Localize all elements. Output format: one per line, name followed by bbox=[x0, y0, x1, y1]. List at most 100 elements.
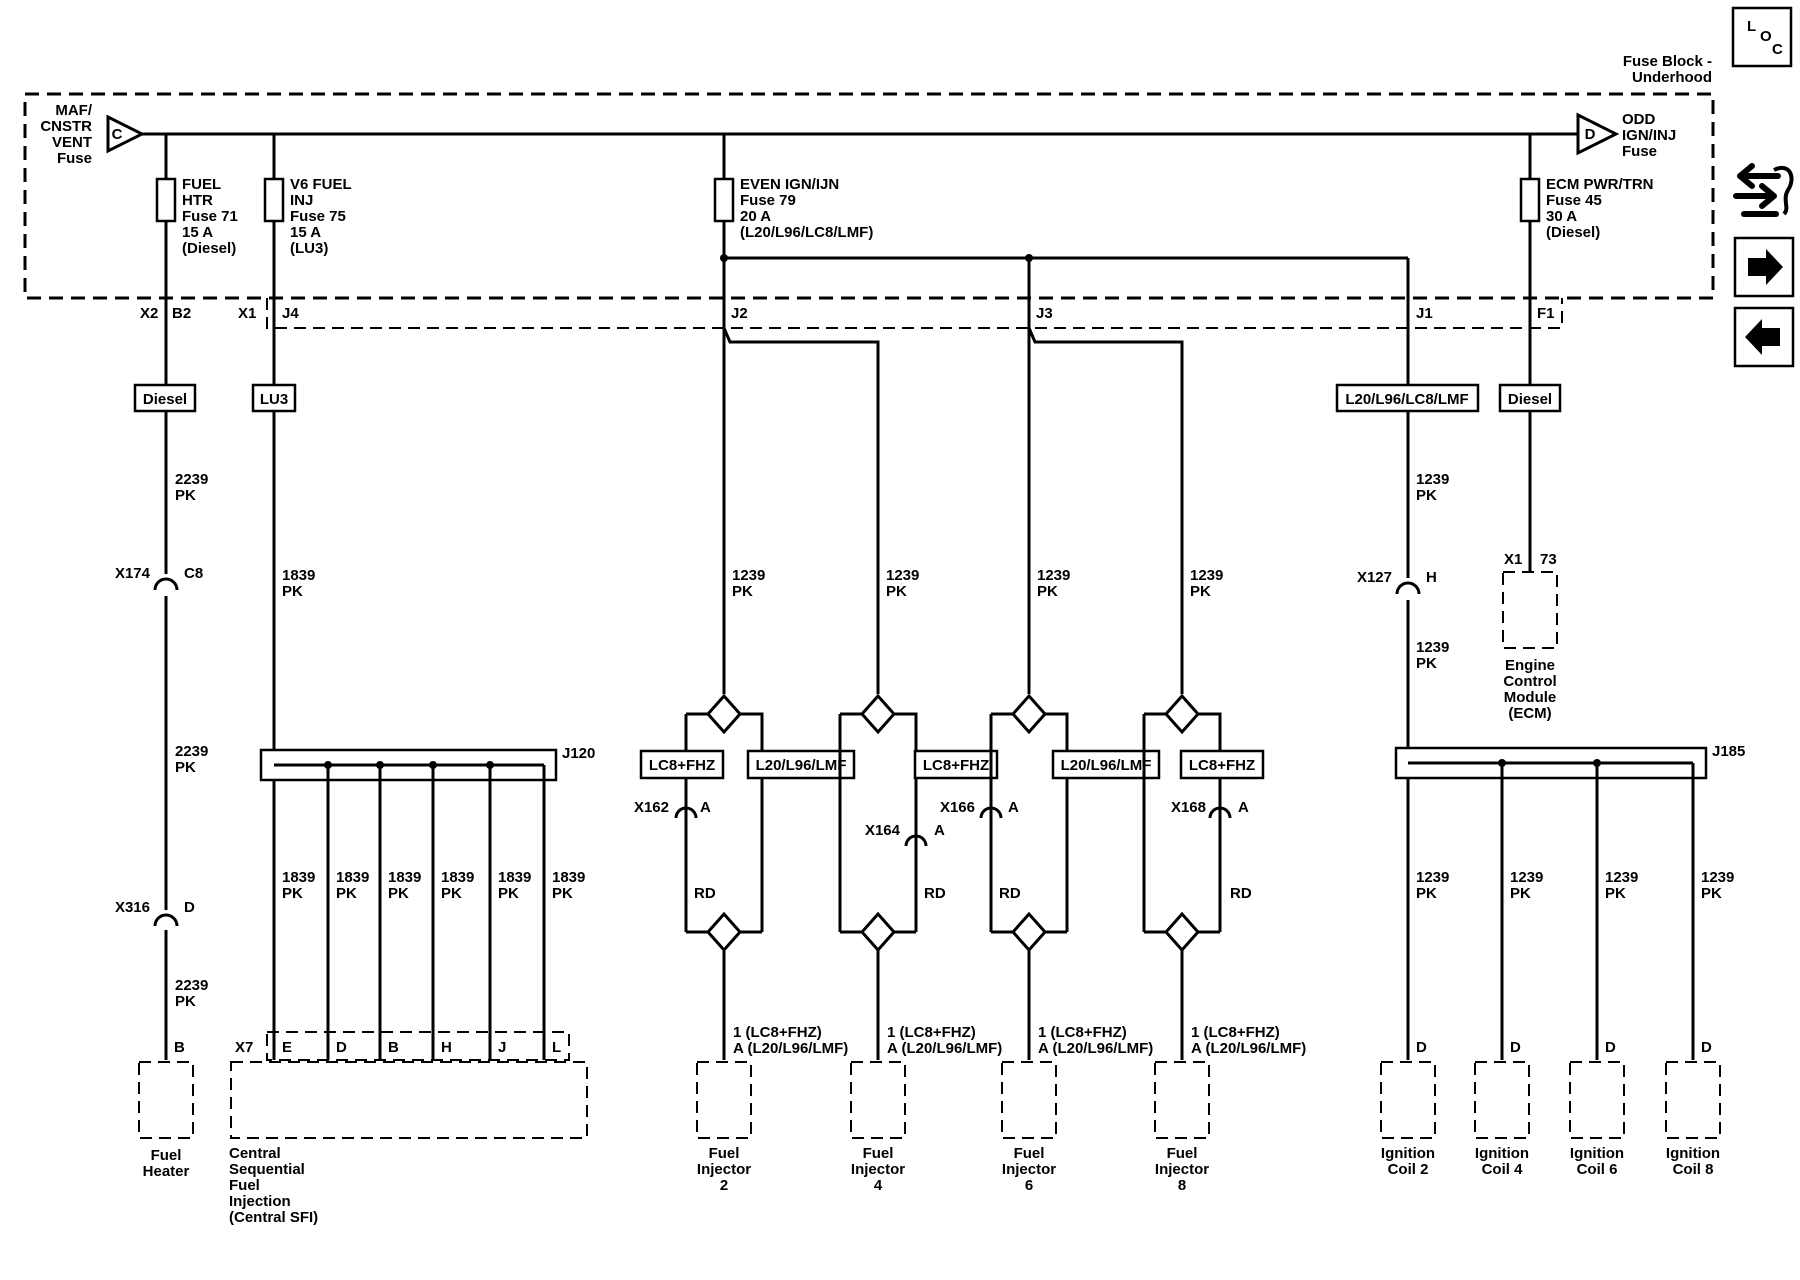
wire-1839-label: 1839 bbox=[441, 869, 474, 886]
injector-pin-label: 1 (LC8+FHZ) bbox=[1191, 1024, 1280, 1041]
injector-pin-label: A (L20/L96/LMF) bbox=[887, 1040, 1002, 1057]
ecm-label: (ECM) bbox=[1508, 705, 1551, 722]
ecm-label: Control bbox=[1503, 673, 1556, 690]
wire-1239-label: PK bbox=[1416, 885, 1437, 902]
injector-pin-label: 1 (LC8+FHZ) bbox=[733, 1024, 822, 1041]
fuse-71-label: HTR bbox=[182, 192, 213, 209]
fuse-71-icon bbox=[155, 177, 177, 223]
ignition-coil-8 bbox=[1665, 1061, 1721, 1139]
wire-2239-label: PK bbox=[175, 759, 196, 776]
ignition-coil-4 bbox=[1474, 1061, 1530, 1139]
option-tag-lc8-label: LC8+FHZ bbox=[1189, 757, 1255, 774]
central-sfi-label: Fuel bbox=[229, 1177, 260, 1194]
wire-1839-label: 1839 bbox=[498, 869, 531, 886]
left-bus-letter: C bbox=[112, 126, 123, 143]
wire-2239-label: 2239 bbox=[175, 977, 208, 994]
wire-1239-label: 1239 bbox=[1416, 639, 1449, 656]
fuel-injector-4-label: 4 bbox=[874, 1177, 883, 1194]
option-branch-diamond-icon bbox=[1010, 911, 1048, 953]
wire-1839-label: PK bbox=[498, 885, 519, 902]
central-sfi-component bbox=[230, 1061, 588, 1139]
fuel-injector-4-label: Injector bbox=[851, 1161, 905, 1178]
ignition-coil-2 bbox=[1380, 1061, 1436, 1139]
fuse-block-underhood: Fuse Block - Underhood C MAF/ CNSTR VENT… bbox=[23, 53, 1715, 300]
wire-1839-label: PK bbox=[282, 885, 303, 902]
connector-view-button[interactable] bbox=[1733, 163, 1794, 217]
ignition-coil-8-label: Ignition bbox=[1666, 1145, 1720, 1162]
connector-x164-pin: A bbox=[934, 822, 945, 839]
wire-1839-label: PK bbox=[388, 885, 409, 902]
fuel-injector-8 bbox=[1154, 1061, 1210, 1139]
wire-1239-label: PK bbox=[1510, 885, 1531, 902]
wire-2239-label: 2239 bbox=[175, 471, 208, 488]
connector-j3: J3 bbox=[1036, 305, 1053, 322]
wire-1839-label: 1839 bbox=[388, 869, 421, 886]
connector-x1-ecm-pin: 73 bbox=[1540, 551, 1557, 568]
wire-1239-label: PK bbox=[1416, 655, 1437, 672]
fuel-injector-2 bbox=[696, 1061, 752, 1139]
ignition-coil-2-label: Ignition bbox=[1381, 1145, 1435, 1162]
left-bus-label: CNSTR bbox=[40, 118, 92, 135]
connector-x7-outline bbox=[266, 1031, 570, 1061]
option-tag-l20-lc8-label: L20/L96/LC8/LMF bbox=[1345, 391, 1468, 408]
wire-1839-label: PK bbox=[336, 885, 357, 902]
ignition-coil-8-label: Coil 8 bbox=[1673, 1161, 1714, 1178]
fuel-injector-8-label: Fuel bbox=[1167, 1145, 1198, 1162]
loc-icon-o: O bbox=[1760, 28, 1772, 45]
wire-1839-label: 1839 bbox=[282, 869, 315, 886]
wire-1239-label: 1239 bbox=[1701, 869, 1734, 886]
left-bus-label: VENT bbox=[52, 134, 92, 151]
wire-1239-label: PK bbox=[886, 583, 907, 600]
right-bus-label: IGN/INJ bbox=[1622, 127, 1676, 144]
sfi-pin: J bbox=[498, 1039, 506, 1056]
wire-1839-label: PK bbox=[441, 885, 462, 902]
option-tag-lc8 bbox=[639, 749, 725, 780]
fuel-injector-4-label: Fuel bbox=[863, 1145, 894, 1162]
next-page-button[interactable] bbox=[1733, 236, 1795, 298]
wire-2239-label: 2239 bbox=[175, 743, 208, 760]
previous-page-button[interactable] bbox=[1733, 306, 1795, 368]
wire-1239-label: 1239 bbox=[732, 567, 765, 584]
fuse-block-title: Fuse Block - bbox=[1623, 53, 1712, 70]
fuel-heater-pin: B bbox=[174, 1039, 185, 1056]
option-tag-l20 bbox=[1051, 749, 1161, 780]
fuse-block-title-2: Underhood bbox=[1632, 69, 1712, 86]
option-branch-diamond-icon bbox=[1163, 693, 1201, 735]
connector-x127-pin: H bbox=[1426, 569, 1437, 586]
connector-j1: J1 bbox=[1416, 305, 1433, 322]
option-tag-l20-label: L20/L96/LMF bbox=[756, 757, 847, 774]
sfi-pin: E bbox=[282, 1039, 292, 1056]
fuel-injector-6-label: 6 bbox=[1025, 1177, 1033, 1194]
option-branch-diamond-icon bbox=[705, 911, 743, 953]
connector-x1: X1 bbox=[238, 305, 256, 322]
wire-1239-label: 1239 bbox=[1416, 869, 1449, 886]
injector-pin-label: A (L20/L96/LMF) bbox=[1191, 1040, 1306, 1057]
connector-b2: B2 bbox=[172, 305, 191, 322]
wire-1839-label: PK bbox=[552, 885, 573, 902]
engine-control-module bbox=[1502, 571, 1558, 649]
ecm-label: Module bbox=[1504, 689, 1557, 706]
coil-pin: D bbox=[1416, 1039, 1427, 1056]
ignition-coil-4-label: Coil 4 bbox=[1482, 1161, 1523, 1178]
fuel-heater-label: Fuel bbox=[151, 1147, 182, 1164]
left-bus-label: Fuse bbox=[57, 150, 92, 167]
central-sfi-label: Sequential bbox=[229, 1161, 305, 1178]
option-tag-lc8-label: LC8+FHZ bbox=[649, 757, 715, 774]
central-sfi-label: Central bbox=[229, 1145, 281, 1162]
fuse-71-label: FUEL bbox=[182, 176, 221, 193]
injector-circuits: 1239 PK 1239 PK 1239 PK 1239 PK LC8+FHZ … bbox=[634, 298, 1306, 1194]
option-branch-diamond-icon bbox=[1010, 693, 1048, 735]
loc-button[interactable]: L O C bbox=[1731, 6, 1793, 68]
connector-view-icon bbox=[1733, 163, 1794, 217]
injector-pin-label: 1 (LC8+FHZ) bbox=[1038, 1024, 1127, 1041]
wire-rd-label: RD bbox=[999, 885, 1021, 902]
option-tag-lc8 bbox=[913, 749, 999, 780]
fuel-injector-6 bbox=[1001, 1061, 1057, 1139]
connector-x316-pin: D bbox=[184, 899, 195, 916]
wire-1239-label: 1239 bbox=[1037, 567, 1070, 584]
ignition-coil-circuit: L20/L96/LC8/LMF 1239 PK X127 H 1239 PK J… bbox=[1335, 298, 1745, 1178]
fuse-45-label: ECM PWR/TRN bbox=[1546, 176, 1654, 193]
connector-j2: J2 bbox=[731, 305, 748, 322]
wire-1839-label: 1839 bbox=[552, 869, 585, 886]
